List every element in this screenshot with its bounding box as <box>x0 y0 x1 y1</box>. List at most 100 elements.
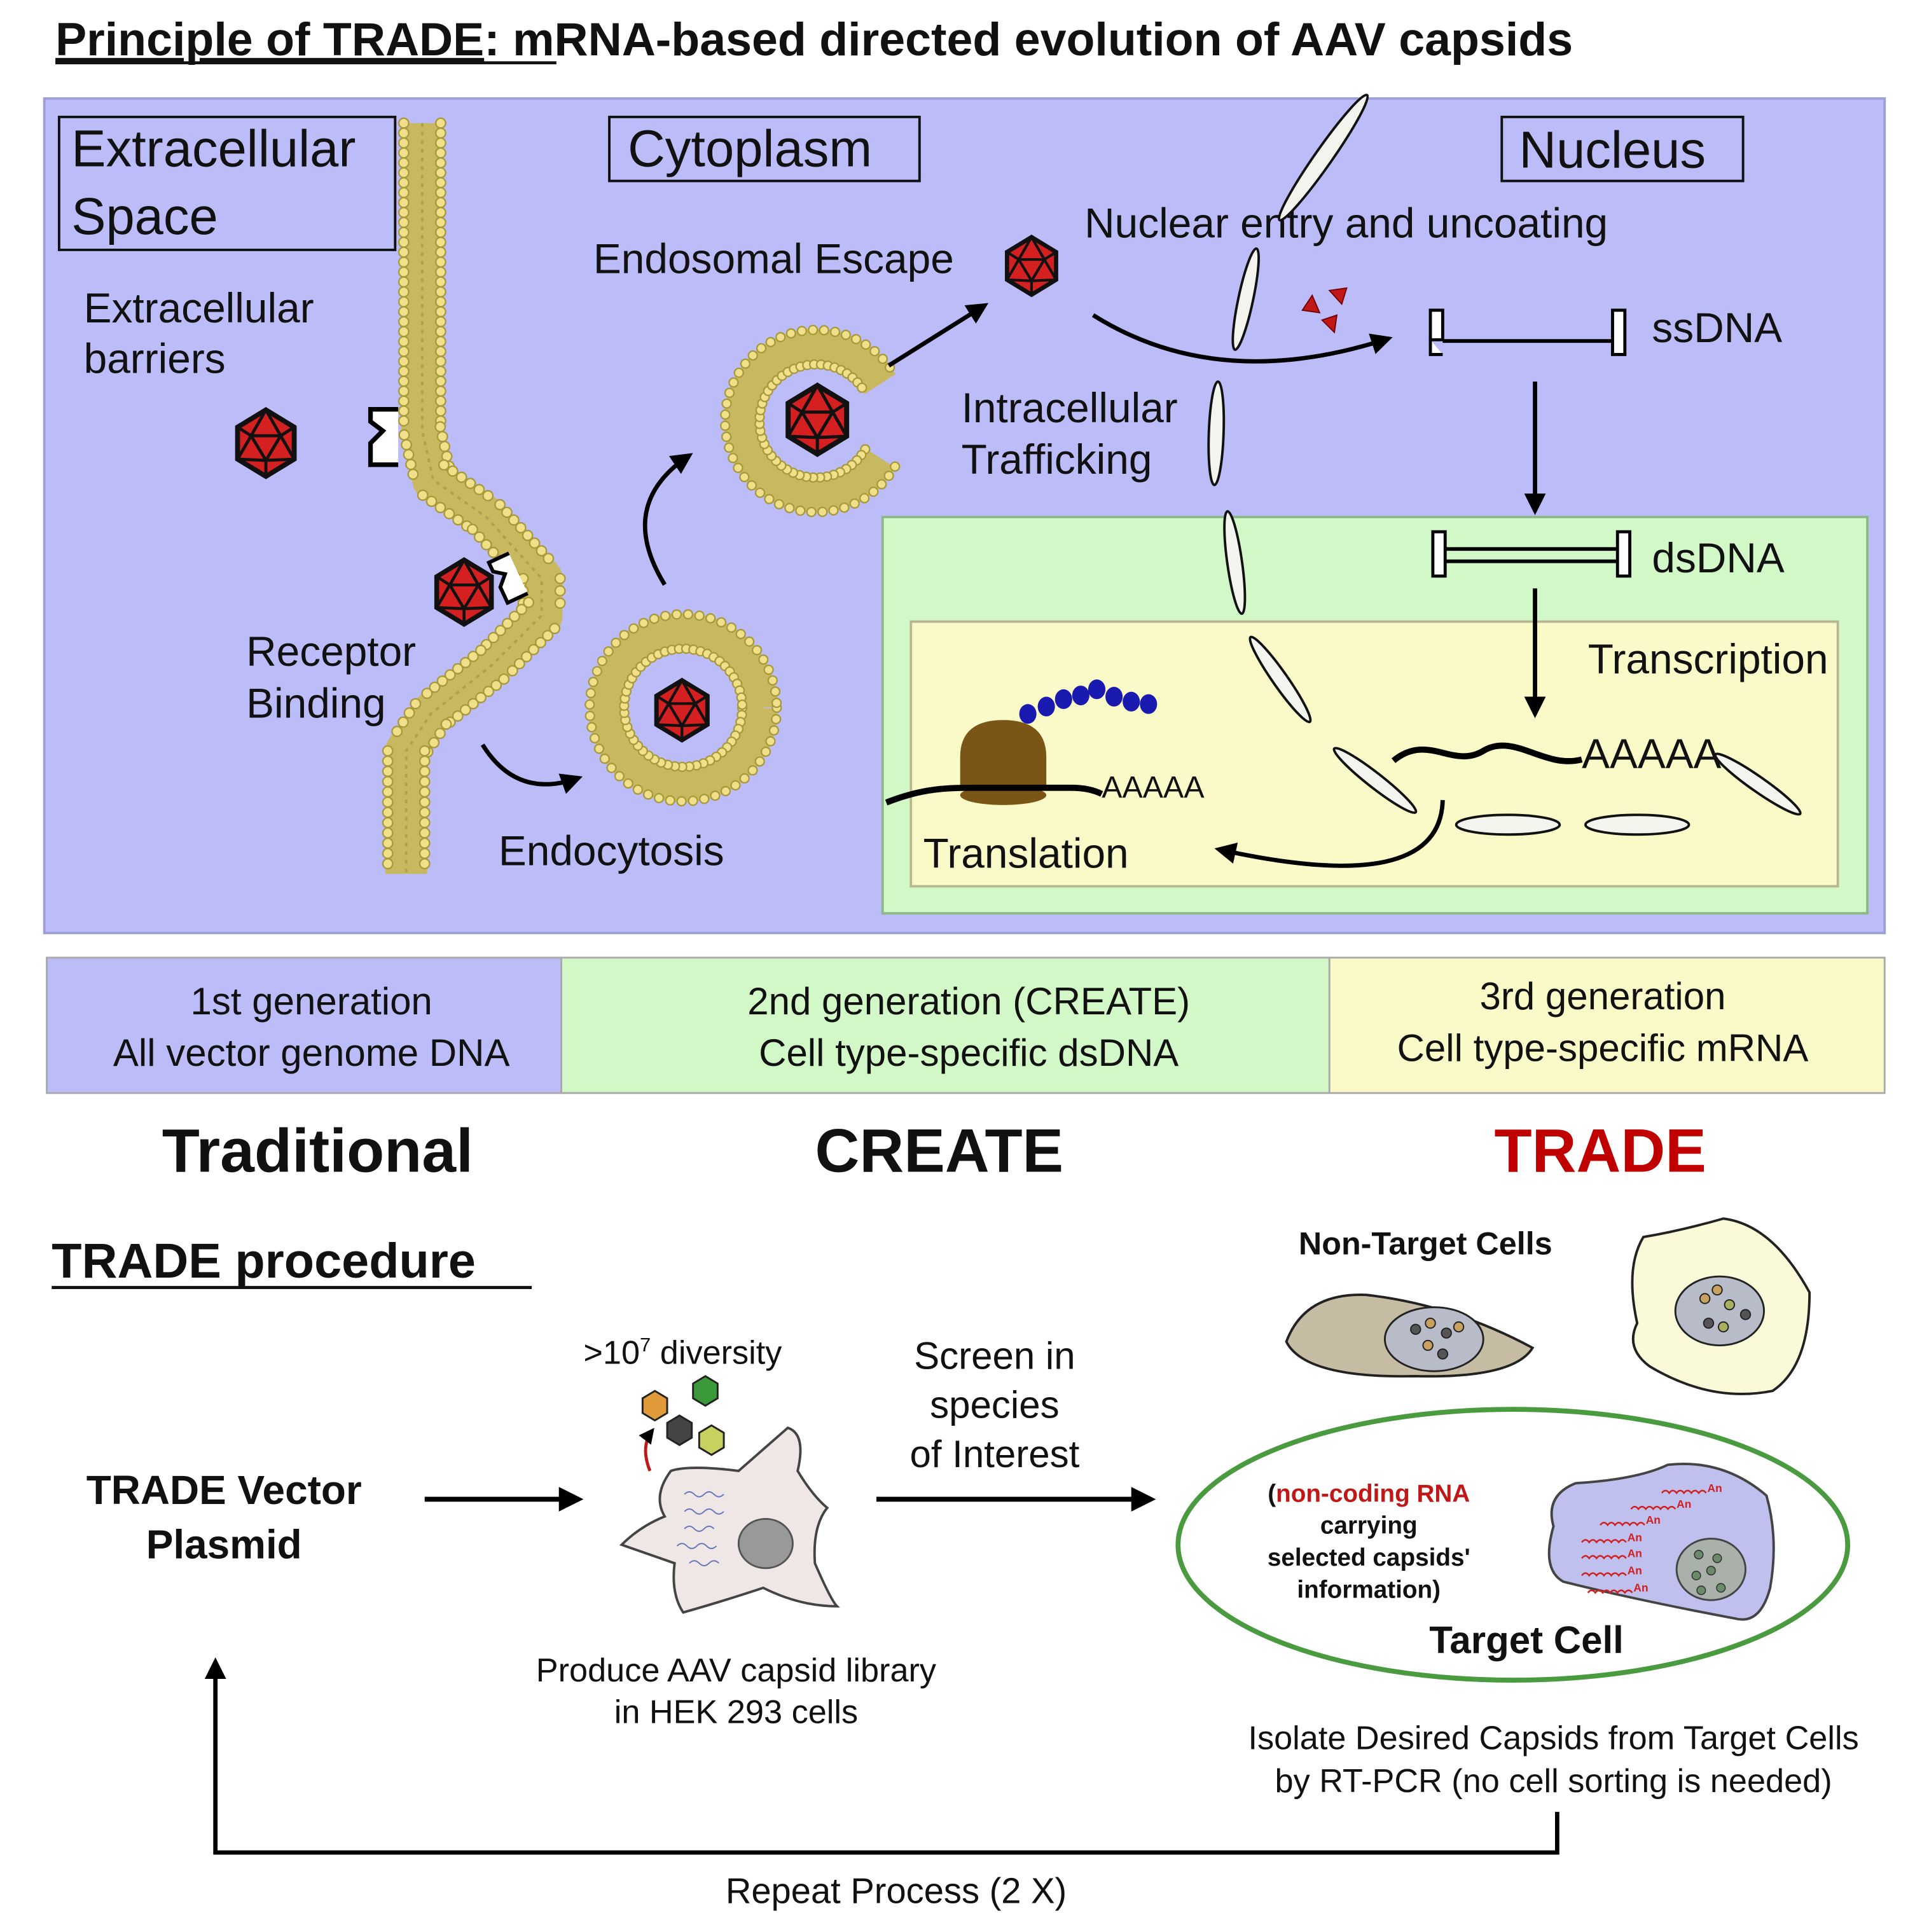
lipid-head <box>434 502 446 513</box>
rna-wave <box>1600 1522 1645 1527</box>
rna-wave <box>1581 1555 1627 1560</box>
lipid-head <box>382 776 394 787</box>
lipid-head <box>435 117 446 129</box>
lipid-head <box>398 355 410 368</box>
lipid-head <box>614 771 625 782</box>
aav-capsid-icon <box>238 410 294 477</box>
lipid-head <box>876 479 887 490</box>
lipid-head <box>398 177 410 189</box>
lipid-head <box>584 699 595 710</box>
extracellular-barriers-label: Extracellular <box>84 284 314 331</box>
lipid-head <box>730 780 741 791</box>
generation-comparison: 1st generation All vector genome DNA 2nd… <box>46 956 1886 1185</box>
microtubule-segment <box>1714 752 1802 816</box>
lipid-head <box>676 796 687 807</box>
non-target-cell-1-icon <box>1285 1294 1535 1378</box>
lipid-head <box>529 537 541 549</box>
lipid-head <box>660 611 671 621</box>
amino-acid <box>1088 679 1106 700</box>
generation-3-desc: Cell type-specific mRNA <box>1397 1026 1809 1069</box>
lipid-head <box>746 480 757 491</box>
lipid-head <box>494 624 506 637</box>
lipid-head <box>754 756 765 767</box>
lipid-head <box>857 382 868 393</box>
vector-plasmid-label-2: Plasmid <box>146 1521 302 1567</box>
rna-note: (non-coding RNA <box>1268 1480 1470 1507</box>
lipid-head <box>599 753 610 764</box>
lipid-head <box>440 718 452 730</box>
lipid-head <box>726 622 737 633</box>
lipid-head <box>721 398 732 409</box>
microtubule-segment <box>1207 380 1226 486</box>
lipid-head <box>418 858 431 870</box>
lipid-head <box>740 358 751 369</box>
lipid-head <box>446 465 459 477</box>
generation-1-desc: All vector genome DNA <box>113 1032 510 1074</box>
lipid-head <box>764 493 775 504</box>
lipid-head <box>699 794 710 804</box>
lipid-head <box>435 306 446 318</box>
lipid-head <box>435 207 446 218</box>
lipid-head <box>435 355 446 368</box>
amino-acid <box>1123 691 1140 712</box>
diversity-label: >107 diversity <box>583 1334 782 1371</box>
lipid-head <box>418 745 431 757</box>
target-cell-label: Target Cell <box>1429 1618 1624 1661</box>
lipid-head <box>796 326 807 336</box>
rna-note-3: selected capsids' <box>1268 1544 1470 1571</box>
lipid-head <box>508 514 520 526</box>
lipid-head <box>588 677 598 687</box>
extracellular-barriers-label-2: barriers <box>84 335 226 382</box>
peptide-chain-icon <box>1019 679 1158 724</box>
lipid-head <box>398 216 410 228</box>
polya-tail-small-label: AAAAA <box>1102 770 1205 804</box>
lipid-head <box>747 765 758 776</box>
transcription-label: Transcription <box>1588 635 1828 682</box>
lipid-head <box>436 431 448 443</box>
polya-tail: An <box>1628 1547 1642 1559</box>
nucleus-label: Nucleus <box>1500 115 1745 183</box>
repeat-label: Repeat Process (2 X) <box>726 1870 1067 1910</box>
lipid-head <box>391 726 403 737</box>
generation-2-title: 2nd generation (CREATE) <box>747 980 1190 1023</box>
lipid-head <box>398 286 410 298</box>
lipid-head <box>628 623 639 634</box>
lipid-head <box>522 530 534 541</box>
lipid-head <box>435 315 446 328</box>
lipid-head <box>747 350 758 361</box>
amino-acid <box>1037 696 1055 717</box>
lipid-head <box>642 789 654 800</box>
lipid-head <box>398 405 410 417</box>
generation-3-title: 3rd generation <box>1480 975 1726 1018</box>
lipid-head <box>475 692 487 703</box>
microtubule-segment <box>1332 747 1418 814</box>
lipid-head <box>515 521 527 534</box>
intracellular-trafficking-label-2: Trafficking <box>962 436 1152 483</box>
lipid-head <box>435 405 446 417</box>
lipid-head <box>877 354 888 364</box>
ribosome-icon <box>960 720 1047 805</box>
svg-text:Nucleus: Nucleus <box>1519 121 1706 179</box>
microtubule-segment <box>1223 510 1247 616</box>
lipid-head <box>435 266 446 278</box>
lipid-head <box>850 334 862 345</box>
lipid-head <box>382 766 394 777</box>
lipid-head <box>398 197 410 209</box>
lipid-head <box>435 336 446 347</box>
lipid-head <box>435 326 446 338</box>
lipid-head <box>467 651 479 663</box>
amino-acid <box>1054 689 1072 709</box>
lipid-head <box>425 495 438 507</box>
lipid-head <box>535 637 546 649</box>
rna-wave <box>1630 1505 1676 1511</box>
lipid-head <box>403 707 415 719</box>
endocytosis-arrow <box>480 743 583 794</box>
lipid-head <box>398 306 410 318</box>
lipid-head <box>829 326 841 338</box>
mrna-transcript-icon <box>1391 742 1583 764</box>
endosomal-escape-label: Endosomal Escape <box>593 235 954 282</box>
lipid-head <box>398 345 410 357</box>
lipid-head <box>418 796 431 808</box>
